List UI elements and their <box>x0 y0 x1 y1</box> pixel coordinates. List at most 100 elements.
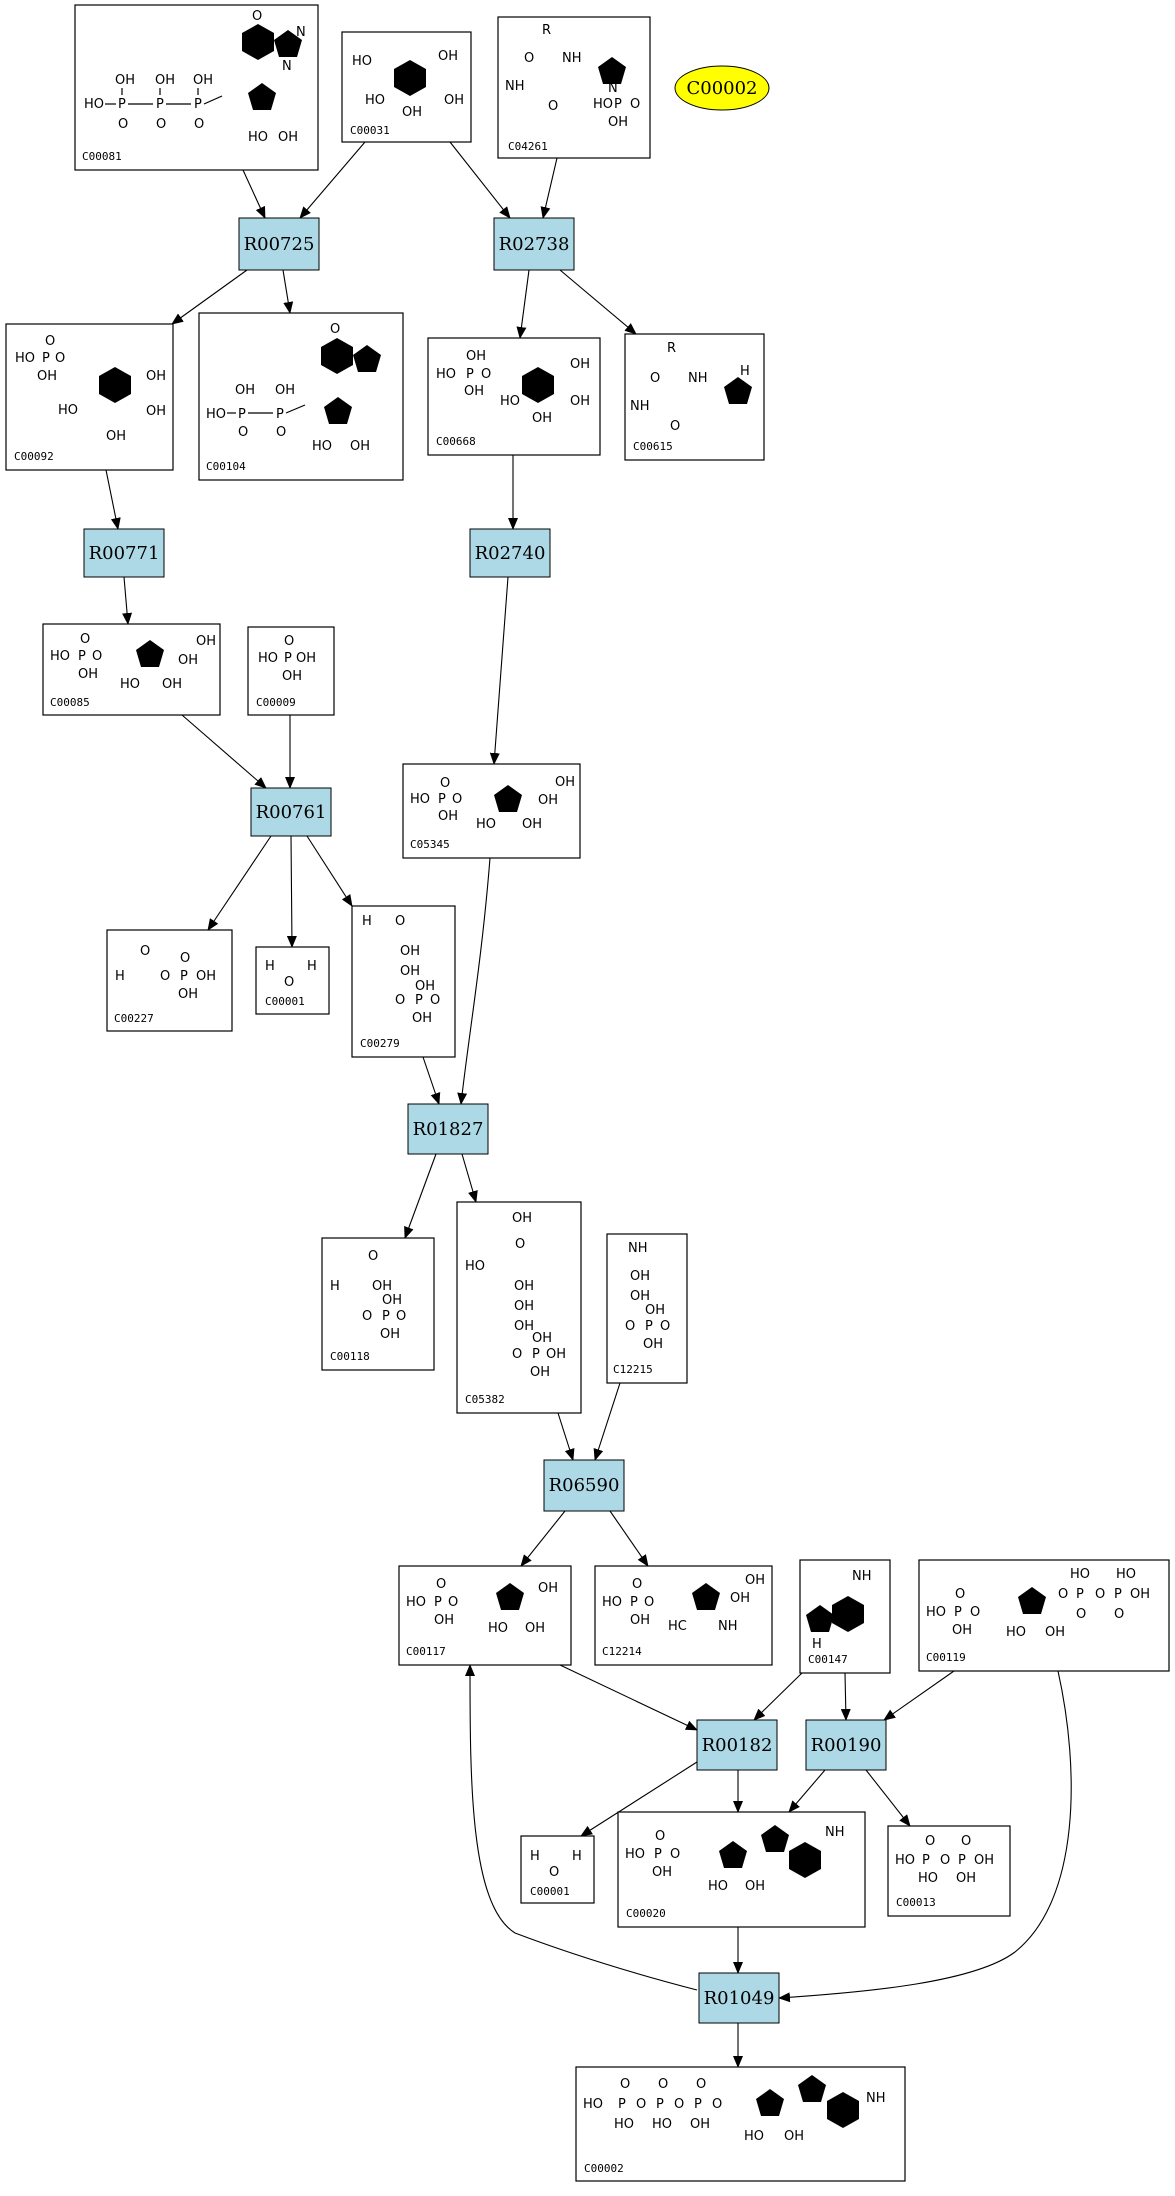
compound-C04261[interactable]: R O NH NH O N HO P O OH C04261 <box>497 16 651 159</box>
atom-label: HO <box>258 651 278 666</box>
atom-label: OH <box>235 383 255 398</box>
target-compound-C00002[interactable]: C00002 <box>674 65 770 111</box>
atom-label: O <box>674 2097 684 2112</box>
compound-C00009[interactable]: O HO P OH OH C00009 <box>247 626 335 716</box>
edge <box>883 1670 955 1721</box>
atom-label: OH <box>196 969 216 984</box>
compound-C00668[interactable]: OH HO P O OH OH HO OH OH C00668 <box>427 337 601 456</box>
atom-label: O <box>430 993 440 1008</box>
structure-C00147: NH H <box>806 1569 872 1652</box>
edge <box>593 1382 621 1461</box>
atom-label: NH <box>562 51 582 66</box>
atom-label: P <box>954 1605 962 1620</box>
edge <box>489 576 509 765</box>
atom-label: O <box>436 1577 446 1592</box>
atom-label: OH <box>745 1879 765 1894</box>
atom-label: O <box>396 1309 406 1324</box>
reaction-R00771[interactable]: R00771 <box>83 528 165 578</box>
compound-id: C12214 <box>602 1645 642 1658</box>
atom-label: HO <box>926 1605 946 1620</box>
atom-label: O <box>368 1249 378 1264</box>
reaction-R02740[interactable]: R02740 <box>469 528 551 578</box>
atom-label: OH <box>178 987 198 1002</box>
structure-C12215: NH OH OH OH O P O OH <box>625 1241 670 1352</box>
atom-label: OH <box>415 979 435 994</box>
compound-C00615[interactable]: R O NH NH O H C00615 <box>624 333 765 461</box>
compound-id: C00001 <box>530 1885 570 1898</box>
atom-label: O <box>940 1853 950 1868</box>
atom-label: O <box>276 425 286 440</box>
compound-id: C00002 <box>584 2162 624 2175</box>
atom-label: O <box>362 1309 372 1324</box>
structure-C05382: OH O HO OH OH OH OH O P OH OH <box>465 1211 566 1380</box>
atom-label: P <box>532 1347 540 1362</box>
compound-C00092[interactable]: O HO P O OH OH HO OH OH C00092 <box>5 323 174 471</box>
compound-id: C00615 <box>633 440 673 453</box>
atom-label: HO <box>476 817 496 832</box>
atom-label: O <box>284 634 294 649</box>
compound-C05382[interactable]: OH O HO OH OH OH OH O P OH OH C05382 <box>456 1201 582 1414</box>
atom-label: HO <box>352 54 372 69</box>
reaction-R00190[interactable]: R00190 <box>805 1719 887 1771</box>
atom-label: OH <box>402 105 422 120</box>
atom-label: P <box>1076 1587 1084 1602</box>
edge <box>461 1153 478 1203</box>
edge <box>557 1412 575 1461</box>
compound-C00001-2[interactable]: H O H C00001 <box>520 1835 595 1904</box>
atom-label: OH <box>630 1269 650 1284</box>
compound-C00031[interactable]: HO OH HO OH OH C00031 <box>341 31 472 143</box>
compound-C05345[interactable]: O HO P O OH OH OH HO OH C05345 <box>402 763 581 859</box>
compound-id: C00279 <box>360 1037 400 1050</box>
edge <box>520 1510 566 1567</box>
atom-label: O <box>630 97 640 112</box>
compound-C00119[interactable]: O HO P O OH HO OH HO HO O P O P OH O O C… <box>918 1559 1170 1672</box>
atom-label: OH <box>106 429 126 444</box>
atom-label: OH <box>78 667 98 682</box>
compound-C00227[interactable]: O O H O P OH OH C00227 <box>106 929 233 1032</box>
reaction-R06590[interactable]: R06590 <box>543 1459 625 1512</box>
atom-label: OH <box>1045 1625 1065 1640</box>
compound-C00117[interactable]: O HO P O OH OH HO OH C00117 <box>398 1565 572 1666</box>
atom-label: O <box>644 1595 654 1610</box>
compound-C12215[interactable]: NH OH OH OH O P O OH C12215 <box>606 1233 688 1384</box>
reaction-R00761[interactable]: R00761 <box>250 787 332 837</box>
atom-label: P <box>42 351 50 366</box>
atom-label: O <box>238 425 248 440</box>
structure-C05345: O HO P O OH OH OH HO OH <box>410 775 575 832</box>
compound-C00118[interactable]: O H OH OH O P O OH C00118 <box>321 1237 435 1371</box>
compound-C00001[interactable]: H O H C00001 <box>255 946 330 1015</box>
structure-C00279: H O OH OH OH O P O OH <box>362 914 440 1026</box>
compound-C00020[interactable]: O HO P O OH HO OH NH C00020 <box>617 1811 866 1928</box>
compound-C00013[interactable]: O O HO P O P OH HO OH C00013 <box>887 1825 1011 1917</box>
compound-C00279[interactable]: H O OH OH OH O P O OH C00279 <box>351 905 456 1058</box>
edge <box>559 269 637 335</box>
reaction-R01827[interactable]: R01827 <box>407 1103 489 1155</box>
atom-label: OH <box>372 1279 392 1294</box>
structure-C00227: O O H O P OH OH <box>115 944 216 1002</box>
compound-C12214[interactable]: O HO P O OH OH OH HC NH C12214 <box>594 1565 773 1666</box>
atom-label: HO <box>918 1871 938 1886</box>
compound-C00104[interactable]: OH OH HO P P O O HO OH O C00104 <box>198 312 404 481</box>
reaction-R00182[interactable]: R00182 <box>696 1719 778 1771</box>
atom-label: HO <box>410 792 430 807</box>
atom-label: OH <box>512 1211 532 1226</box>
atom-label: OH <box>275 383 295 398</box>
atom-label: P <box>466 367 474 382</box>
edge <box>516 269 530 339</box>
compound-C00002[interactable]: O O O HO P O P O P O HO HO OH HO OH NH C <box>575 2066 906 2182</box>
compounds-layer: OH OH OH HO P P P O O O HO OH O N <box>5 4 1170 2182</box>
reaction-R00725[interactable]: R00725 <box>238 217 320 271</box>
reaction-R02738[interactable]: R02738 <box>493 217 575 271</box>
atom-label: O <box>549 1865 559 1880</box>
compound-C00085[interactable]: O HO P O OH OH OH HO OH C00085 <box>42 623 221 716</box>
structure-C00001: H O H <box>530 1849 582 1880</box>
compound-C00147[interactable]: NH H C00147 <box>799 1559 891 1674</box>
atom-label: O <box>1058 1587 1068 1602</box>
edge <box>753 1672 803 1721</box>
atom-label: O <box>955 1587 965 1602</box>
compound-C00081[interactable]: OH OH OH HO P P P O O O HO OH O N <box>74 4 319 171</box>
atom-label: O <box>140 944 150 959</box>
reaction-R01049[interactable]: R01049 <box>698 1972 780 2024</box>
reaction-label: R00725 <box>244 234 315 255</box>
atom-label: OH <box>514 1319 534 1334</box>
